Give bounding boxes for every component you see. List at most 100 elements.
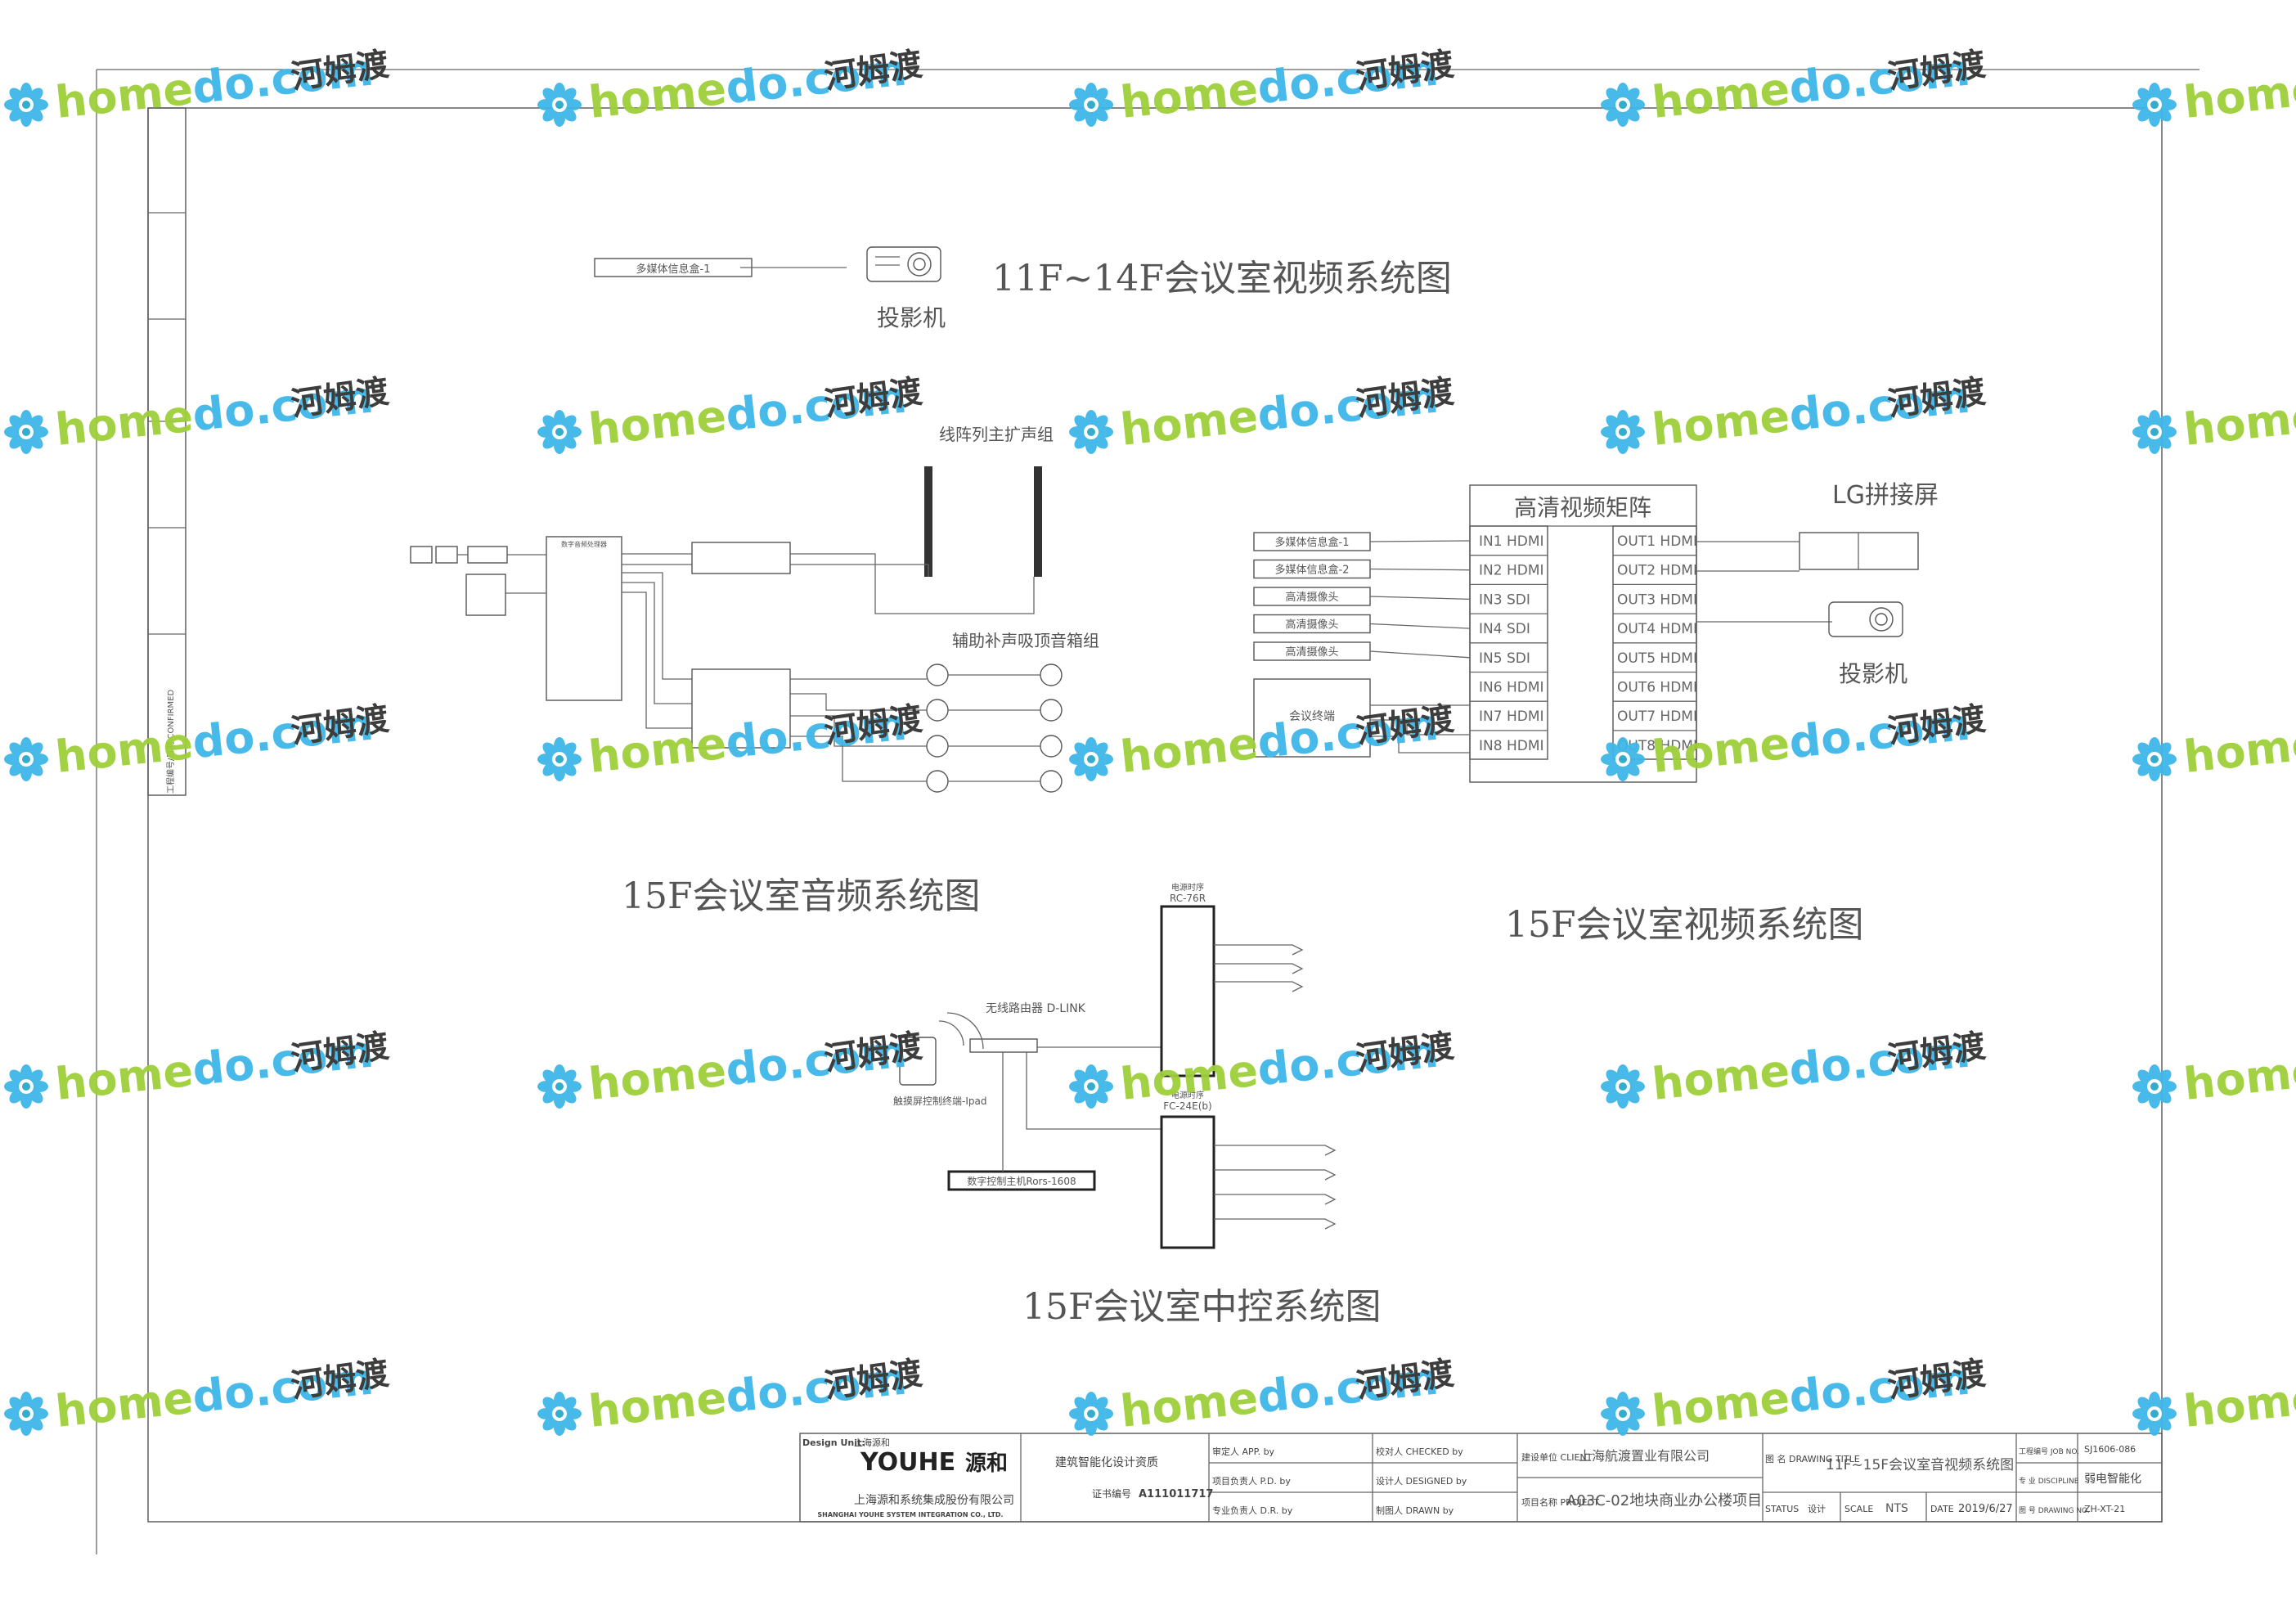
dr-by: 专业负责人 D.R. by: [1212, 1505, 1293, 1516]
line-array-speaker-right: [1034, 466, 1042, 577]
date-value: 2019/6/27: [1958, 1503, 2013, 1515]
aux-speaker-label: 辅助补声吸顶音箱组: [952, 631, 1099, 650]
flower-logo-icon: [1069, 410, 1113, 454]
matrix-input-2: IN2 HDMI: [1479, 563, 1544, 579]
flower-logo-icon: [1069, 1064, 1113, 1109]
matrix-input-6: IN6 HDMI: [1479, 680, 1544, 696]
ceiling-speakers: [790, 664, 1063, 793]
company-cn: 上海源和: [854, 1437, 890, 1448]
matrix-output-2: OUT2 HDMI: [1617, 563, 1697, 579]
matrix-input-4: IN4 SDI: [1479, 621, 1530, 637]
youhe-logo-cn: 源和: [965, 1451, 1008, 1476]
drawing-no-label: 图 号 DRAWING NO.: [2019, 1506, 2090, 1515]
company-en: SHANGHAI YOUHE SYSTEM INTEGRATION CO., L…: [817, 1511, 1003, 1518]
flower-logo-icon: [537, 737, 582, 781]
conference-terminal-label: 会议终端: [1289, 710, 1335, 723]
audio-15f-section: 线阵列主扩声组 数字音频处理器 辅助补声吸顶音箱组: [410, 425, 1099, 917]
flower-logo-icon: [4, 737, 48, 781]
flower-logo-icon: [1601, 1064, 1645, 1109]
flower-logo-icon: [1069, 737, 1113, 781]
power-amplifier-2: [691, 668, 791, 749]
discipline-value: 弱电智能化: [2084, 1473, 2141, 1486]
matrix-output-7: OUT7 HDMI: [1617, 709, 1697, 725]
watermark-text: homedo.com: [2181, 1352, 2296, 1437]
flower-logo-icon: [4, 410, 48, 454]
projector-icon: [866, 246, 941, 282]
video-source-label-3: 高清摄像头: [1285, 591, 1338, 604]
flower-logo-icon: [4, 1392, 48, 1436]
control-15f-section: 无线路由器 D-LINK 触摸屏控制终端-Ipad 数字控制主机Rors-160…: [893, 882, 1382, 1328]
watermark-text: homedo.com: [2181, 698, 2296, 782]
microphone-icon-2: [435, 546, 458, 564]
wireless-router: [969, 1038, 1038, 1053]
flower-logo-icon: [537, 410, 582, 454]
watermark-text: homedo.com: [2181, 371, 2296, 455]
mic-receiver: [467, 546, 508, 564]
scale-label: SCALE: [1844, 1504, 1873, 1514]
rc-bottom-model: FC-24E(b): [1163, 1100, 1211, 1112]
video-source-label-2: 多媒体信息盒-2: [1275, 564, 1350, 577]
multimedia-box-label: 多媒体信息盒-1: [636, 263, 711, 276]
rc-top-label: 电源时序: [1171, 882, 1204, 893]
video-11f-section: 多媒体信息盒-1 投影机 11F~14F会议室视频系统图: [594, 246, 1452, 331]
router-label: 无线路由器 D-LINK: [986, 1002, 1086, 1015]
project-value: A03C-02地块商业办公楼项目: [1566, 1492, 1762, 1509]
project-label: 项目名称 PROJECT: [1521, 1496, 1599, 1508]
cert-no-label: 证书编号: [1092, 1487, 1131, 1500]
video-source-label-5: 高清摄像头: [1285, 646, 1338, 659]
lg-screen-label: LG拼接屏: [1832, 481, 1939, 510]
client-label: 建设单位 CLIENT: [1521, 1451, 1593, 1463]
flower-logo-icon: [1069, 1392, 1113, 1436]
title-1114-video: 11F~14F会议室视频系统图: [992, 258, 1452, 299]
video-source-label-1: 多媒体信息盒-1: [1275, 536, 1350, 549]
checked-by: 校对人 CHECKED by: [1376, 1446, 1463, 1457]
title-15-control: 15F会议室中控系统图: [1022, 1286, 1382, 1328]
matrix-output-1: OUT1 HDMI: [1617, 533, 1697, 550]
designed-by: 设计人 DESIGNED by: [1376, 1476, 1467, 1487]
rc-top-model: RC-76R: [1170, 893, 1206, 904]
projector-15f-label: 投影机: [1839, 660, 1907, 687]
flower-logo-icon: [2132, 410, 2177, 454]
video-matrix-title: 高清视频矩阵: [1514, 494, 1651, 521]
status-value: 设计: [1808, 1504, 1826, 1514]
matrix-input-8: IN8 HDMI: [1479, 738, 1544, 754]
flower-logo-icon: [4, 83, 48, 127]
matrix-output-4: OUT4 HDMI: [1617, 621, 1697, 637]
title-15-audio: 15F会议室音频系统图: [622, 875, 981, 917]
flower-logo-icon: [4, 1064, 48, 1109]
job-no-label: 工程编号 JOB NO.: [2019, 1446, 2079, 1456]
rc-bottom-label: 电源时序: [1171, 1090, 1204, 1100]
drawing-no-value: ZH-XT-21: [2084, 1504, 2125, 1514]
ipad-icon: [899, 1037, 937, 1086]
matrix-input-7: IN7 HDMI: [1479, 709, 1544, 725]
power-sequencer-1: [1160, 905, 1215, 1077]
projector-label: 投影机: [877, 304, 946, 331]
design-unit-label: Design Unit:: [802, 1437, 865, 1448]
side-strip-text: 工程编号/日期 CONFIRMED: [165, 690, 176, 794]
power-sequencer-2: [1160, 1115, 1215, 1249]
audio-processor-label: 数字音频处理器: [561, 540, 607, 548]
projector-icon-15f: [1828, 601, 1903, 637]
pd-by: 项目负责人 P.D. by: [1212, 1475, 1291, 1487]
cert-label: 建筑智能化设计资质: [1055, 1456, 1158, 1469]
line-array-label: 线阵列主扩声组: [939, 425, 1054, 444]
cert-no: A111011717: [1139, 1488, 1213, 1500]
